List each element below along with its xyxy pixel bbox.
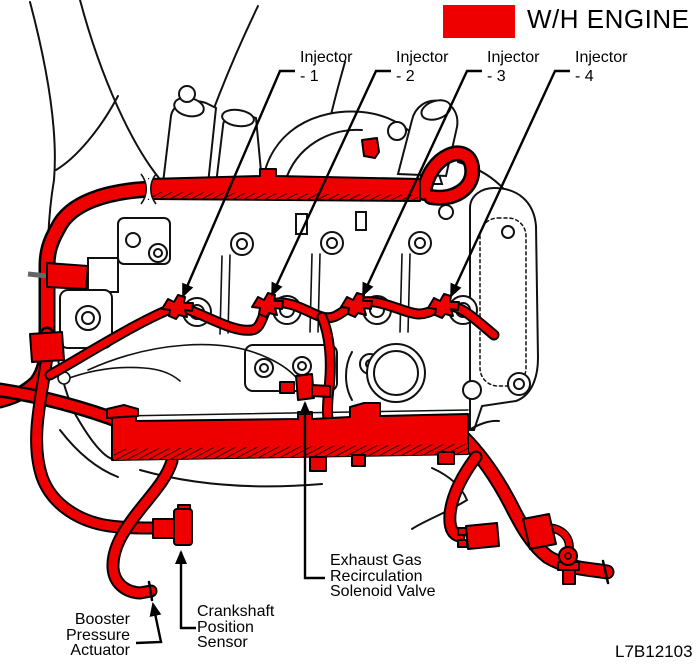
egr-label: Exhaust Gas Recirculation Solenoid Valve	[330, 552, 436, 600]
injector-3-leader	[361, 69, 482, 297]
crankshaft-leader	[175, 550, 196, 630]
crankshaft-sensor-label: Crankshaft Position Sensor	[197, 603, 275, 651]
injector-4-leader	[449, 69, 570, 298]
egr-leader	[299, 401, 325, 580]
booster-actuator-label: Booster Pressure Actuator	[65, 611, 130, 659]
injector-4-label: Injector - 4	[575, 49, 628, 85]
injector-2-label: Injector - 2	[396, 49, 449, 85]
leader-lines	[135, 69, 570, 645]
injector-2-leader	[270, 69, 391, 297]
booster-leader	[135, 602, 163, 645]
injector-1-leader	[181, 69, 295, 298]
egr-solenoid-connector	[279, 373, 331, 401]
harness-branch-connector-2	[522, 513, 557, 550]
harness-clip	[361, 137, 380, 159]
legend-title: W/H ENGINE	[527, 4, 690, 34]
crankshaft-sensor-part	[152, 504, 193, 546]
wiring-harness-parts	[27, 137, 580, 585]
injector-3-label: Injector - 3	[487, 49, 540, 85]
wiring-harness	[0, 145, 615, 602]
harness-branch-connector-1	[457, 522, 500, 550]
injector-1-label: Injector - 1	[300, 49, 353, 85]
engine-line-art	[29, 0, 540, 530]
harness-bolt-clip	[557, 546, 580, 585]
left-plug-connector	[46, 262, 89, 290]
legend-color-swatch	[443, 5, 515, 38]
left-clip-connector	[29, 331, 65, 363]
figure-code: L7B12103	[615, 642, 693, 661]
break-marks	[140, 172, 157, 206]
